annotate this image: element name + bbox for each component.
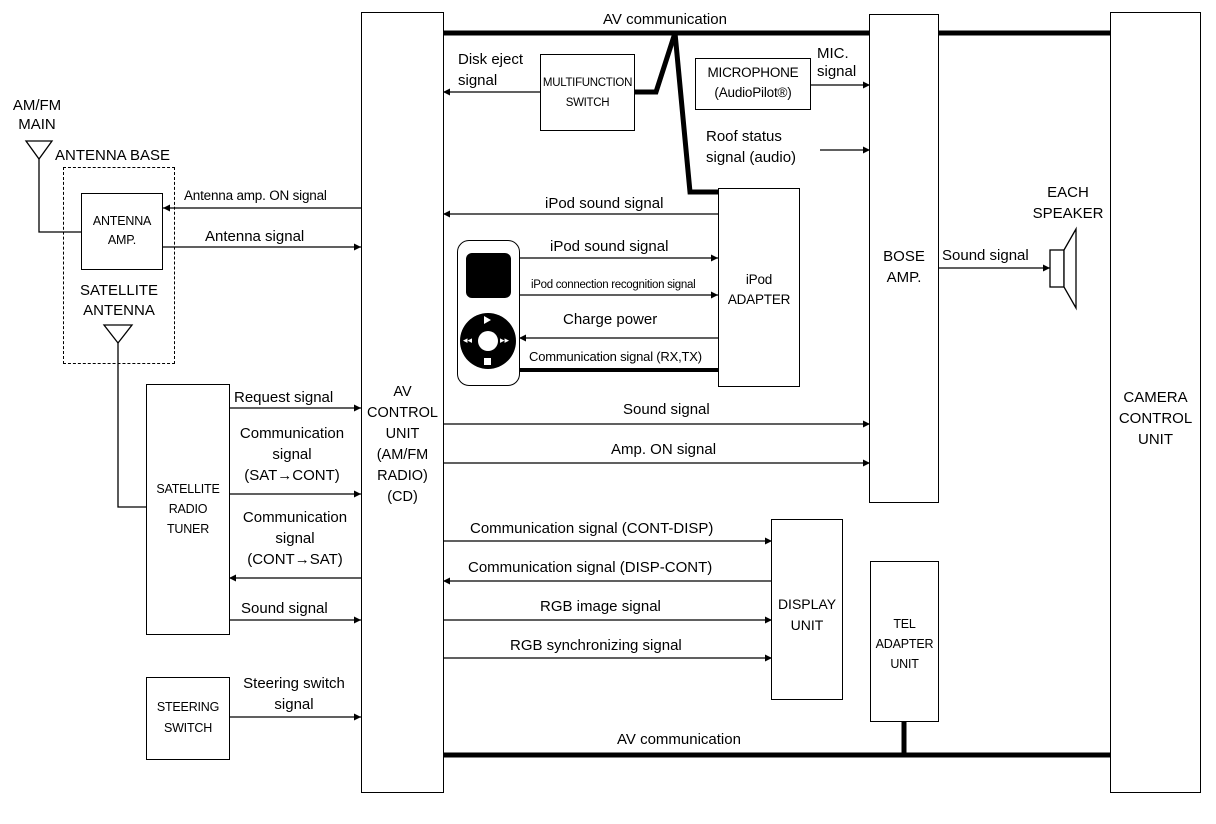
antenna-amp-on-label: Antenna amp. ON signal (184, 188, 327, 203)
speaker-icon (1049, 226, 1077, 311)
comm-sat-cont-label: Communication signal (SAT→CONT) (239, 425, 345, 484)
ipod-adapter-bus-wire (672, 32, 718, 195)
display-unit-label: DISPLAY UNIT (777, 596, 837, 633)
request-signal-label: Request signal (234, 389, 334, 406)
ipod-center-button (478, 331, 498, 351)
av-comm-top-label: AV communication (603, 11, 727, 28)
av-control-unit-label: AV CONTROL UNIT (AM/FM RADIO) (CD) (367, 384, 438, 505)
tel-adapter-unit-label: TEL ADAPTER UNIT (875, 617, 934, 671)
am-fm-antenna-wire (38, 157, 81, 233)
satellite-radio-tuner-block (146, 384, 230, 635)
bose-amp-label: BOSE AMP. (883, 248, 925, 286)
antenna-amp-label: ANTENNA AMP. (92, 214, 152, 247)
tel-adapter-unit-block (870, 561, 939, 722)
disk-eject-label: Disk eject signal (458, 51, 524, 89)
ipod-stop-icon (484, 358, 491, 365)
multifunction-switch-block (540, 54, 635, 131)
comm-disp-cont-label: Communication signal (DISP-CONT) (468, 559, 713, 576)
ipod-sound-label-2: iPod sound signal (550, 238, 669, 255)
ipod-sound-label-1: iPod sound signal (545, 195, 664, 212)
am-fm-antenna-icon (24, 140, 54, 161)
antenna-base-boundary (63, 167, 175, 364)
sound-signal-bose-label: Sound signal (623, 401, 710, 418)
comm-rx-tx-label: Communication signal (RX,TX) (529, 349, 702, 364)
satellite-antenna-icon (102, 324, 134, 345)
ipod-next-icon: ▸▸ (500, 336, 510, 346)
mic-signal-label: MIC. signal (817, 45, 857, 80)
multifunction-switch-label: MULTIFUNCTION SWITCH (542, 77, 633, 109)
camera-control-unit-label: CAMERA CONTROL UNIT (1118, 389, 1193, 448)
bose-amp-block (869, 14, 939, 503)
speaker-sound-label: Sound signal (942, 247, 1029, 264)
display-unit-block (771, 519, 843, 700)
comm-cont-disp-label: Communication signal (CONT-DISP) (470, 520, 714, 537)
charge-power-label: Charge power (563, 311, 658, 328)
satellite-antenna-label: SATELLITE ANTENNA (79, 282, 159, 319)
satellite-radio-tuner-label: SATELLITE RADIO TUNER (156, 482, 220, 536)
ipod-adapter-label: iPod ADAPTER (727, 272, 791, 307)
ipod-adapter-block (718, 188, 800, 387)
am-fm-main-label: AM/FM MAIN (12, 97, 62, 133)
antenna-amp-block (81, 193, 163, 270)
av-comm-bottom-label: AV communication (617, 731, 741, 748)
comm-cont-sat-label: Communication signal (CONT→SAT) (242, 509, 348, 568)
steering-switch-block (146, 677, 230, 760)
ipod-play-icon (484, 316, 491, 324)
antenna-base-label: ANTENNA BASE (55, 147, 171, 164)
satellite-antenna-wire (117, 342, 146, 508)
microphone-label: MICROPHONE (AudioPilot®) (707, 65, 799, 100)
amp-on-label: Amp. ON signal (611, 441, 717, 458)
multifunction-bus-wire (634, 32, 678, 95)
antenna-signal-label: Antenna signal (205, 228, 305, 245)
camera-control-unit-block (1110, 12, 1201, 793)
rgb-image-label: RGB image signal (540, 598, 661, 615)
steering-switch-label: STEERING SWITCH (156, 700, 220, 735)
sound-signal-sat-label: Sound signal (241, 600, 328, 617)
ipod-prev-icon: ◂◂ (463, 336, 473, 346)
ipod-connection-label: iPod connection recognition signal (531, 279, 696, 291)
ipod-screen (466, 253, 511, 298)
roof-status-label: Roof status signal (audio) (706, 128, 797, 166)
steering-signal-label: Steering switch signal (243, 675, 345, 713)
av-control-unit-block (361, 12, 444, 793)
rgb-sync-label: RGB synchronizing signal (510, 637, 682, 654)
each-speaker-label: EACH SPEAKER (1032, 184, 1104, 222)
microphone-block (695, 58, 811, 110)
